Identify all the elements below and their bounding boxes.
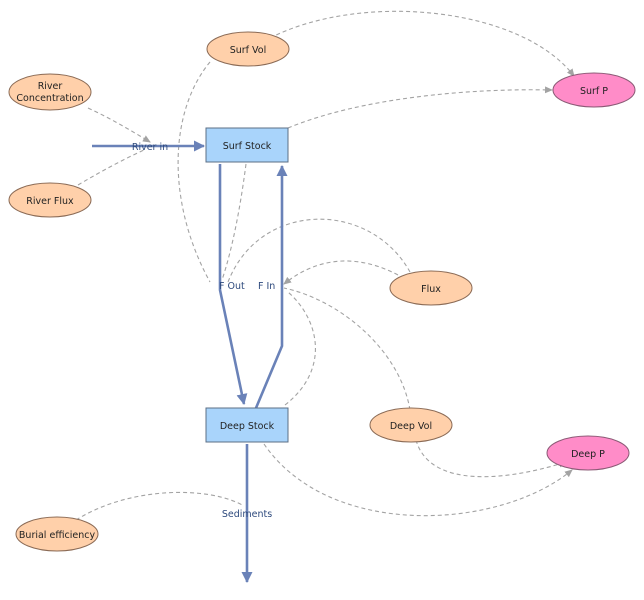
aux-deep-vol[interactable]: Deep Vol <box>369 407 453 443</box>
flow-label-sediments[interactable]: Sediments <box>222 509 272 520</box>
link-flux-fin <box>283 260 399 285</box>
stock-deep[interactable]: Deep Stock <box>205 407 289 443</box>
link-surfvol-fout <box>177 61 211 283</box>
stock-surf[interactable]: Surf Stock <box>205 127 289 163</box>
aux-river-flux-label: River Flux <box>26 196 74 207</box>
aux-surf-vol-label: Surf Vol <box>230 45 267 56</box>
flow-f-in-pipe <box>254 165 288 409</box>
link-deepstock-fin <box>284 291 316 406</box>
link-riverconc-riverin <box>87 107 151 143</box>
stock-deep-label: Deep Stock <box>220 421 275 432</box>
aux-burial-efficiency[interactable]: Burial efficiency <box>15 516 99 552</box>
flow-label-f-out[interactable]: F Out <box>219 281 245 292</box>
aux-river-flux[interactable]: River Flux <box>8 182 92 218</box>
aux-river-concentration[interactable]: River Concentration <box>8 73 92 111</box>
aux-flux[interactable]: Flux <box>389 270 473 306</box>
material-flows <box>92 140 288 583</box>
aux-river-concentration-label-1: River <box>38 81 63 92</box>
stock-surf-label: Surf Stock <box>223 141 272 152</box>
link-burial-sediments <box>75 491 245 521</box>
flow-label-f-in[interactable]: F In <box>258 281 275 292</box>
output-surf-p[interactable]: Surf P <box>552 72 636 108</box>
flow-label-river-in[interactable]: River in <box>132 142 168 153</box>
aux-deep-vol-label: Deep Vol <box>390 421 432 432</box>
link-deepstock-deepp <box>263 443 573 517</box>
link-surfstock-fout <box>221 163 247 281</box>
flow-f-out-pipe <box>218 164 248 405</box>
output-deep-p-label: Deep P <box>571 449 605 460</box>
output-deep-p[interactable]: Deep P <box>546 435 630 471</box>
link-deepvol-deepp <box>415 439 567 478</box>
link-riverflux-riverin <box>77 149 145 186</box>
aux-river-concentration-label-2: Concentration <box>16 93 83 104</box>
dependency-links <box>75 10 575 521</box>
link-surfstock-surfp <box>287 86 553 129</box>
aux-surf-vol[interactable]: Surf Vol <box>206 31 290 67</box>
aux-flux-label: Flux <box>421 284 441 295</box>
output-surf-p-label: Surf P <box>580 86 608 97</box>
link-flux-fout <box>227 218 411 283</box>
link-surfvol-surfp <box>269 10 575 77</box>
link-deepvol-fin <box>283 287 411 411</box>
aux-burial-efficiency-label: Burial efficiency <box>19 530 96 541</box>
